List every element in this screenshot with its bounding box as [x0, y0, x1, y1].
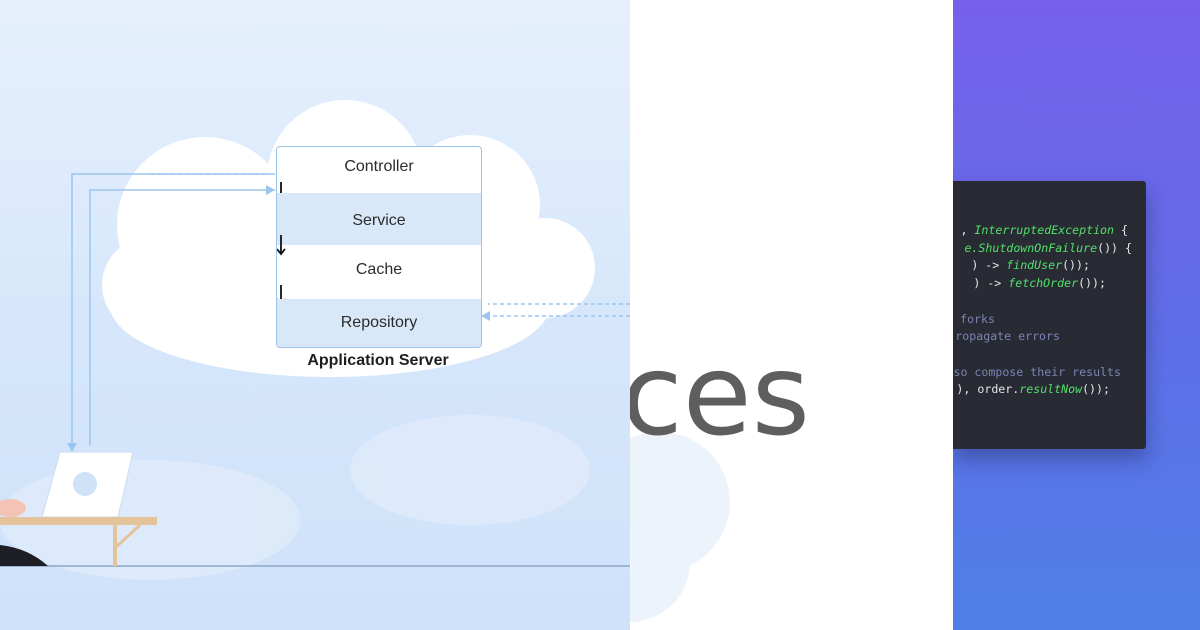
up-down-arrows-icon — [277, 235, 286, 256]
code-token: ) -> — [973, 276, 1009, 291]
cloud-decoration — [630, 432, 730, 622]
application-layers-box: Controller Service Cache Repository — [276, 146, 482, 348]
laptop-illustration — [0, 451, 157, 566]
code-method-token: findUser — [1006, 258, 1063, 273]
code-method-token: ShutdownOnFailure — [978, 240, 1098, 255]
code-token: ()); — [1062, 258, 1090, 273]
code-line: ropagate errors — [955, 329, 1060, 343]
code-token: , — [960, 223, 975, 237]
code-token: { — [1114, 223, 1128, 237]
code-method-token: fetchOrder — [1008, 276, 1079, 291]
code-comment-token: forks — [953, 311, 995, 326]
layer-repository: Repository — [277, 299, 481, 347]
layer-controller: Controller — [277, 147, 481, 203]
code-comment-token: ropagate errors — [955, 329, 1060, 344]
code-line: so compose their results — [953, 365, 1121, 379]
code-method-token: InterruptedException — [974, 223, 1115, 237]
code-line: e.ShutdownOnFailure()) { — [964, 241, 1132, 255]
layer-cache: Cache — [277, 235, 481, 306]
code-comment-token: so compose their results — [953, 364, 1121, 379]
architecture-diagram-panel: Controller Service Cache Repository Appl… — [0, 0, 630, 630]
code-card: , InterruptedException { e.ShutdownOnFail… — [953, 181, 1146, 449]
code-method-token: e. — [964, 240, 979, 255]
code-line: ), order.resultNow()); — [956, 382, 1110, 396]
code-line: ) -> findUser()); — [971, 258, 1090, 272]
banner-word-panel: ices — [630, 0, 953, 630]
application-server-caption: Application Server — [307, 352, 449, 369]
code-line: ) -> fetchOrder()); — [973, 276, 1106, 290]
layer-service: Service — [277, 193, 481, 245]
code-method-token: resultNow — [1019, 382, 1083, 397]
code-token: ()); — [1082, 382, 1110, 397]
code-token: ()); — [1078, 276, 1106, 291]
code-line: forks — [953, 312, 995, 326]
banner-word: ices — [630, 331, 810, 461]
code-snippet-panel: , InterruptedException { e.ShutdownOnFail… — [953, 0, 1200, 630]
code-line: , InterruptedException { — [960, 223, 1128, 237]
code-token: ()) { — [1097, 240, 1132, 255]
code-token: ) -> — [971, 258, 1007, 273]
code-token: ), order. — [956, 382, 1020, 397]
